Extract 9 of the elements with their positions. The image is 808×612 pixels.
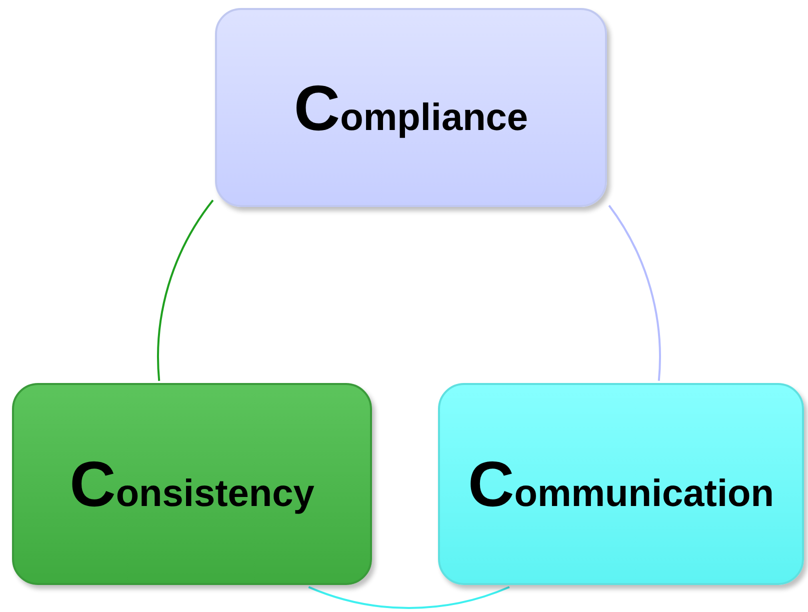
connector-arc [308,586,510,609]
rounded-box [12,383,372,585]
rounded-box [215,8,607,207]
connector-arc [157,200,214,381]
rounded-box [438,383,804,585]
box-label: Compliance [294,70,528,144]
connector-arc [608,204,661,381]
box-label: Communication [468,447,774,521]
box-label: Consistency [70,447,314,521]
